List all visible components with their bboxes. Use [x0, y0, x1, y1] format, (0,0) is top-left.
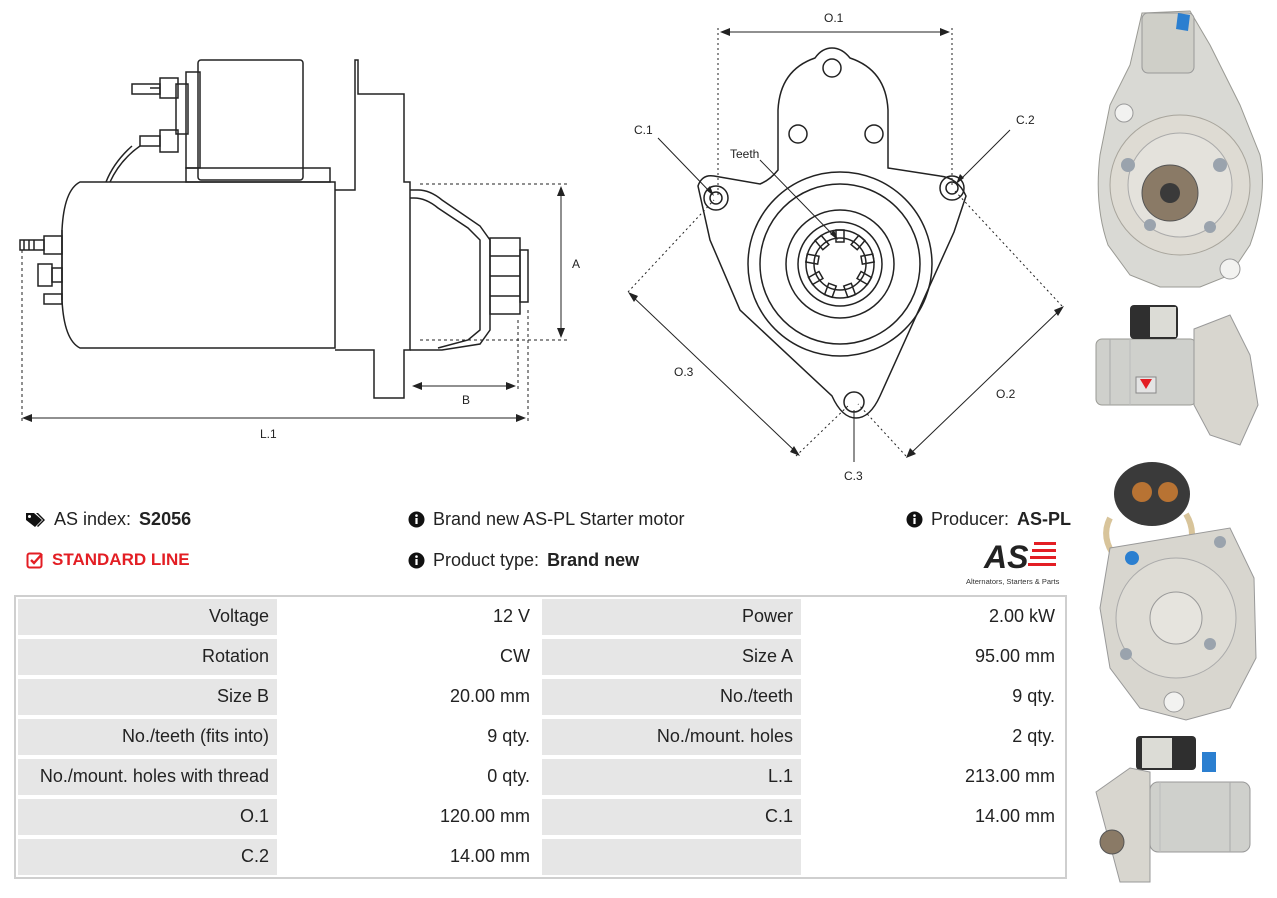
spec-key: Power — [540, 597, 803, 637]
product-type-label: Product type: — [433, 550, 540, 570]
spec-key: O.1 — [16, 797, 279, 837]
spec-key: No./teeth (fits into) — [16, 717, 279, 757]
product-photo-side[interactable] — [1090, 295, 1270, 450]
spec-value: CW — [279, 637, 540, 677]
description: Brand new AS-PL Starter motor — [408, 509, 684, 530]
spec-key: No./mount. holes — [540, 717, 803, 757]
dim-b-label: B — [462, 393, 470, 407]
spec-key: L.1 — [540, 757, 803, 797]
producer: Producer: AS-PL — [906, 509, 1071, 530]
product-photo-front[interactable] — [1090, 5, 1270, 290]
dim-o1-label: O.1 — [824, 11, 844, 25]
front-view-drawing: O.1 C.1 C.2 Teeth O.3 O.2 C.3 — [627, 11, 1064, 483]
spec-key: Rotation — [16, 637, 279, 677]
spec-value: 14.00 mm — [279, 837, 540, 877]
product-type: Product type: Brand new — [408, 550, 639, 571]
producer-label: Producer: — [931, 509, 1010, 529]
spec-value: 9 qty. — [803, 677, 1065, 717]
spec-value: 14.00 mm — [803, 797, 1065, 837]
spec-value: 0 qty. — [279, 757, 540, 797]
spec-value: 120.00 mm — [279, 797, 540, 837]
description-text: Brand new AS-PL Starter motor — [433, 509, 685, 529]
dim-c1-label: C.1 — [634, 123, 653, 137]
spec-key: C.2 — [16, 837, 279, 877]
teeth-label: Teeth — [730, 147, 759, 161]
product-photo-rear[interactable] — [1090, 458, 1270, 726]
as-index-label: AS index: — [54, 509, 132, 529]
info-circle-icon — [408, 552, 425, 569]
spec-row: No./teeth (fits into)9 qty.No./mount. ho… — [16, 717, 1065, 757]
as-index: AS index: S2056 — [26, 509, 191, 530]
spec-key: No./mount. holes with thread — [16, 757, 279, 797]
dim-a-label: A — [572, 257, 580, 271]
as-logo-mark: AS — [983, 539, 1056, 575]
spec-value: 2 qty. — [803, 717, 1065, 757]
spec-key: Size B — [16, 677, 279, 717]
tags-icon — [26, 512, 45, 527]
spec-key: C.1 — [540, 797, 803, 837]
dim-c2-label: C.2 — [1016, 113, 1035, 127]
spec-key: No./teeth — [540, 677, 803, 717]
spec-value: 12 V — [279, 597, 540, 637]
spec-key — [540, 837, 803, 877]
dim-o2-label: O.2 — [996, 387, 1016, 401]
spec-value — [803, 837, 1065, 877]
product-photo-angle[interactable] — [1090, 732, 1270, 892]
dim-o3-label: O.3 — [674, 365, 694, 379]
standard-line-text: STANDARD LINE — [52, 550, 190, 569]
dim-c3-label: C.3 — [844, 469, 863, 483]
spec-key: Voltage — [16, 597, 279, 637]
check-square-icon — [26, 552, 43, 569]
spec-value: 20.00 mm — [279, 677, 540, 717]
info-circle-icon — [408, 511, 425, 528]
standard-line: STANDARD LINE — [26, 550, 190, 570]
spec-value: 95.00 mm — [803, 637, 1065, 677]
spec-value: 213.00 mm — [803, 757, 1065, 797]
as-logo[interactable]: AS Alternators, Starters & Parts — [966, 538, 1068, 586]
side-view-drawing: A B L.1 — [19, 59, 580, 441]
producer-value: AS-PL — [1017, 509, 1072, 529]
product-type-value: Brand new — [547, 550, 640, 570]
spec-value: 2.00 kW — [803, 597, 1065, 637]
info-circle-icon — [906, 511, 923, 528]
as-index-value: S2056 — [139, 509, 192, 529]
spec-key: Size A — [540, 637, 803, 677]
as-logo-letters: AS — [983, 539, 1029, 572]
dim-l1-label: L.1 — [260, 427, 277, 441]
spec-value: 9 qty. — [279, 717, 540, 757]
as-logo-tagline: Alternators, Starters & Parts — [966, 577, 1060, 586]
